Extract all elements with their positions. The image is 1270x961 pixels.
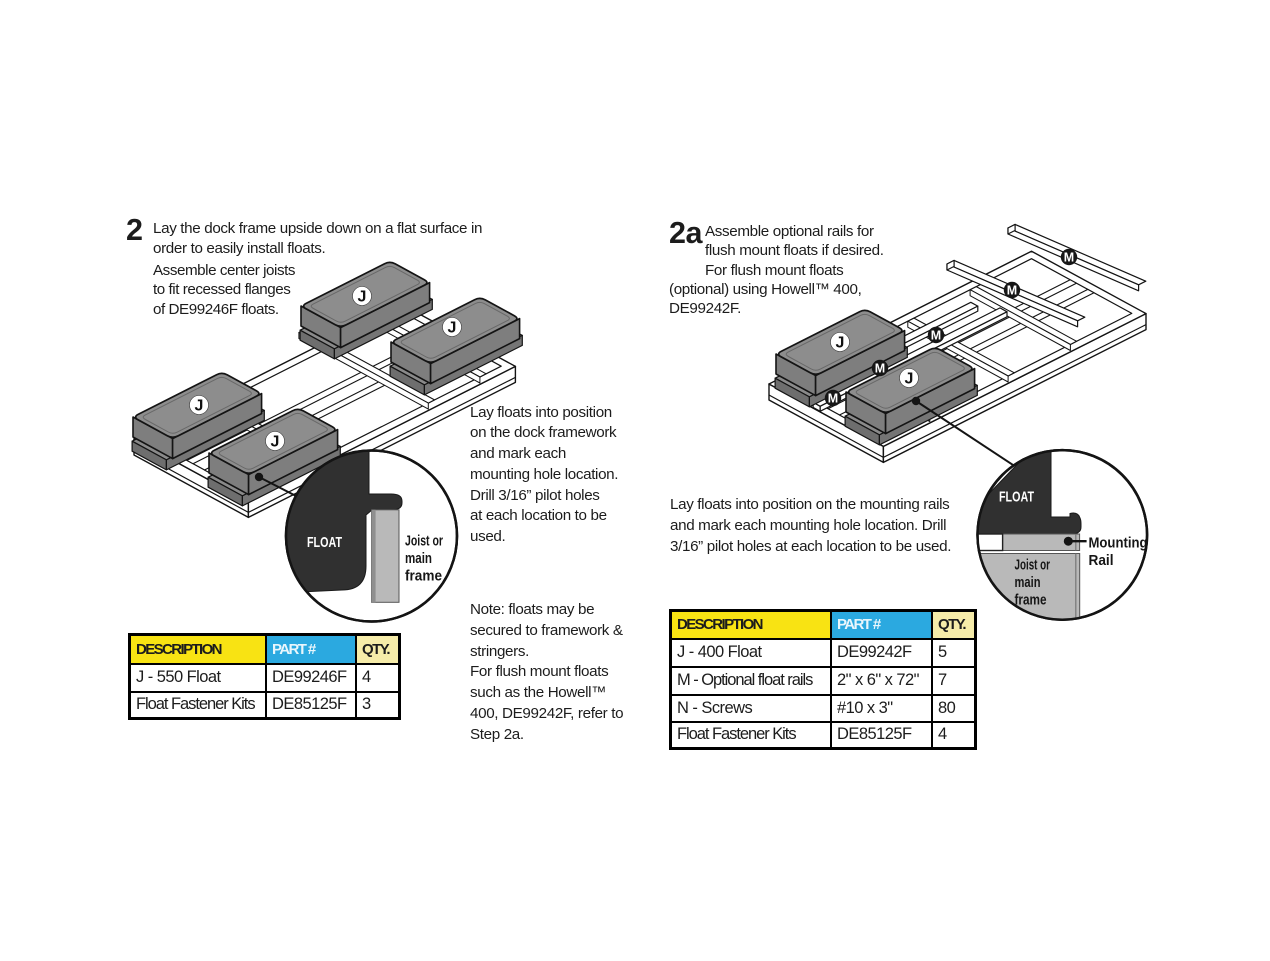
svg-text:J: J — [448, 320, 457, 337]
svg-text:frame: frame — [1015, 593, 1047, 609]
svg-text:M: M — [875, 361, 885, 375]
svg-text:frame: frame — [405, 569, 442, 585]
svg-text:main: main — [1015, 575, 1041, 591]
svg-text:Joist or: Joist or — [1015, 558, 1051, 574]
svg-text:FLOAT: FLOAT — [307, 534, 342, 551]
svg-text:J: J — [836, 335, 845, 352]
svg-text:J: J — [271, 434, 280, 451]
svg-text:Mounting: Mounting — [1089, 535, 1148, 552]
svg-text:J: J — [905, 371, 914, 388]
svg-text:FLOAT: FLOAT — [999, 489, 1034, 506]
svg-text:J: J — [195, 398, 204, 415]
svg-text:main: main — [405, 551, 432, 567]
svg-text:M: M — [1064, 250, 1074, 264]
svg-text:M: M — [1007, 283, 1017, 297]
svg-text:J: J — [358, 289, 367, 306]
svg-text:Joist or: Joist or — [405, 534, 443, 550]
svg-text:Rail: Rail — [1089, 552, 1114, 569]
svg-text:M: M — [828, 391, 838, 405]
svg-text:M: M — [931, 328, 941, 342]
